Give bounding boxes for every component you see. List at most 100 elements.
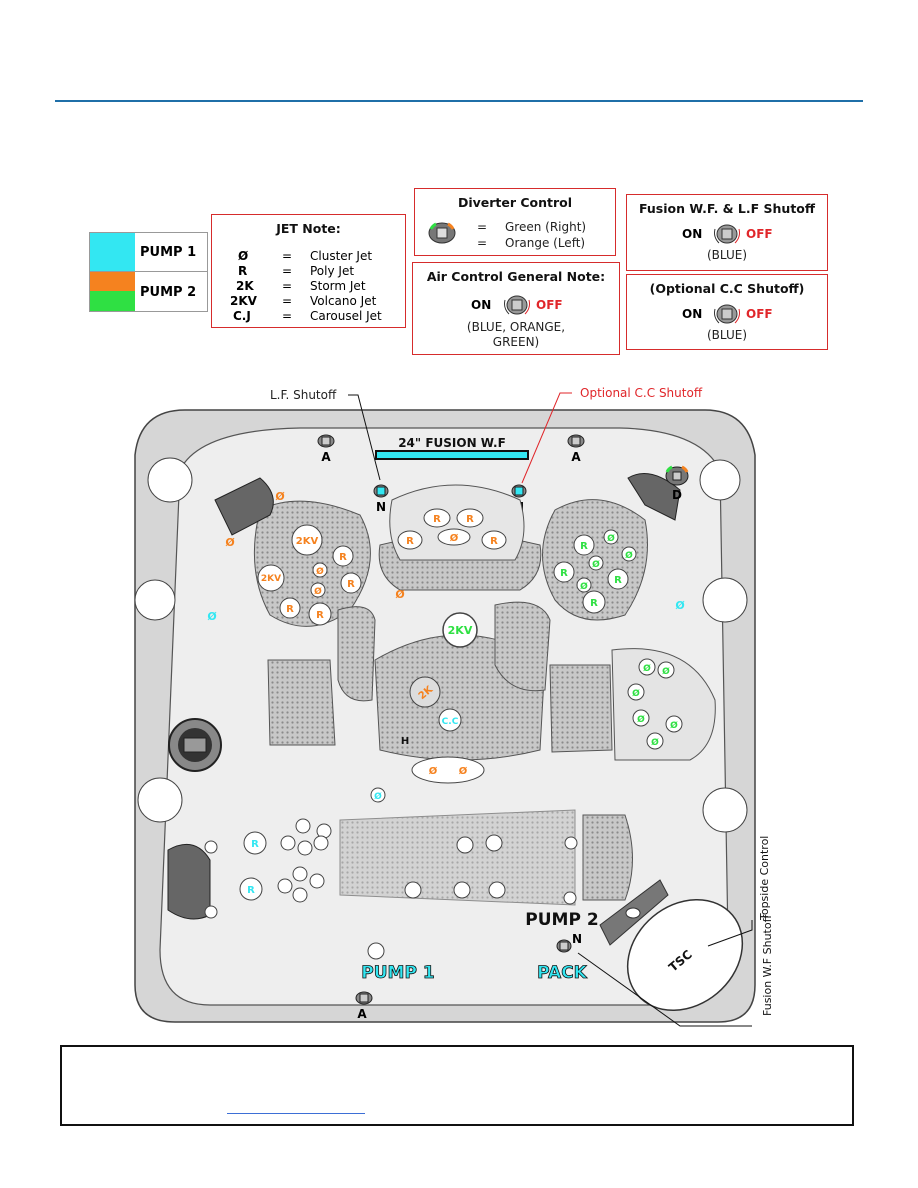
jet-carousel-label: C.C <box>442 717 459 727</box>
diverter-eq: = <box>477 220 488 234</box>
pump2-green-swatch <box>90 291 135 311</box>
jet-cluster <box>204 840 218 854</box>
cc-on-label: ON <box>682 307 703 321</box>
jet-poly <box>340 572 362 594</box>
filter-icon <box>183 737 207 753</box>
air-a-label: A <box>321 450 331 464</box>
jet-cluster <box>295 818 311 834</box>
jet-cluster-label: Ø <box>651 737 659 748</box>
jet-poly-label: R <box>614 575 622 586</box>
jet-eq: = <box>282 279 293 293</box>
jet-volcano <box>442 612 478 648</box>
air-n-label: N <box>572 932 582 946</box>
jet-cluster <box>309 873 325 889</box>
air-n-label: N <box>376 500 386 514</box>
jet-poly-label: R <box>560 568 568 579</box>
jet-poly-label: R <box>490 536 498 547</box>
jet-cluster-label: Ø <box>670 720 678 731</box>
fusion-shutoff-knob-icon <box>714 224 740 244</box>
jet-cluster-label: Ø <box>450 532 459 544</box>
fusion-on-label: ON <box>682 227 703 241</box>
topside-control-label: Topside Control <box>758 836 771 921</box>
cc-shutoff-box: (Optional C.C Shutoff) ON OFF (BLUE) <box>626 274 828 350</box>
jet-cluster-label: Ø <box>580 581 588 592</box>
jet-note-box: JET Note: Ø = Cluster Jet R = Poly Jet 2… <box>211 214 406 328</box>
edge-cup <box>702 787 748 833</box>
jet-poly-label: R <box>251 839 259 850</box>
air-colors-line1: (BLUE, ORANGE, <box>466 320 566 334</box>
jet-poly <box>308 602 332 626</box>
cc-off-label: OFF <box>746 307 773 321</box>
fusion-waterfall <box>375 450 529 460</box>
jet-poly <box>481 530 507 550</box>
fusion-wf-label: 24" FUSION W.F <box>398 436 506 450</box>
jet-poly-label: R <box>339 552 347 563</box>
footwell-jets <box>411 756 485 784</box>
jet-cluster-label: Ø <box>592 559 600 570</box>
jet-eq: = <box>282 264 293 278</box>
h-label: H <box>401 736 409 747</box>
air-a-label: A <box>571 450 581 464</box>
jet-cluster-label: Ø <box>275 490 285 503</box>
jet-cluster <box>310 582 326 598</box>
shutoff-n-left <box>373 484 389 498</box>
jet-cluster <box>632 709 650 727</box>
jet-poly <box>332 545 354 567</box>
lf-shutoff-leader <box>348 394 381 481</box>
jet-cluster <box>576 577 592 593</box>
cc-shutoff-title: (Optional C.C Shutoff) <box>649 281 805 296</box>
diverter-knob-icon <box>428 222 456 244</box>
jet-cluster-label: Ø <box>395 588 405 601</box>
bottom-note-link[interactable] <box>227 1113 365 1114</box>
pump2-label: PUMP 2 <box>140 285 197 300</box>
jet-name: Cluster Jet <box>310 249 373 263</box>
legend-row-pump1: PUMP 1 <box>90 233 207 272</box>
jet-volcano-label: 2KV <box>296 536 319 547</box>
spa-diagram: 24" FUSION W.F A A A N N N D L.F. Shutof… <box>134 386 774 1027</box>
diverter-d-label: D <box>672 488 682 502</box>
jet-cluster <box>292 866 308 882</box>
shutoff-n-right <box>511 484 527 498</box>
jet-poly <box>239 877 263 901</box>
headrest-lounger <box>167 843 211 920</box>
jet-cluster-label: Ø <box>662 666 670 677</box>
jet-poly <box>279 597 301 619</box>
legend-row-pump2: PUMP 2 <box>90 272 207 311</box>
jet-cluster <box>588 555 604 571</box>
jet-cluster-label: Ø <box>429 765 438 777</box>
bottom-note-box <box>60 1045 854 1126</box>
edge-cup <box>702 577 748 623</box>
cc-shutoff-knob-icon <box>714 304 740 324</box>
jet-poly <box>553 561 575 583</box>
jet-cluster <box>280 835 296 851</box>
lf-shutoff-label: L.F. Shutoff <box>270 388 337 402</box>
seat-mesh-right-inner <box>494 601 551 692</box>
jet-cluster-label: Ø <box>632 688 640 699</box>
air-control-a-top-left <box>317 434 335 448</box>
pump1-swatch <box>90 233 135 271</box>
jet-volcano <box>257 564 285 592</box>
jet-volcano-label: 2KV <box>448 624 473 637</box>
jet-eq: = <box>282 294 293 308</box>
shutoff-n-bottom <box>556 939 572 953</box>
jet-poly-label: R <box>406 536 414 547</box>
seat-mesh-left-mid <box>267 659 336 746</box>
jet-cluster <box>313 835 329 851</box>
seat-mesh-right-mid <box>549 664 613 753</box>
jet-poly-label: R <box>433 514 441 525</box>
cc-color: (BLUE) <box>706 328 748 342</box>
jet-poly <box>423 508 451 528</box>
jet-name: Poly Jet <box>310 264 355 278</box>
air-on-label: ON <box>471 298 492 312</box>
fusion-wf-shutoff-leader <box>577 952 752 1027</box>
jet-volcano-label: 2KV <box>261 574 281 584</box>
jet-cluster-label: Ø <box>207 610 217 623</box>
jet-cluster <box>603 529 619 545</box>
jet-cluster <box>453 881 471 899</box>
edge-cup <box>137 777 183 823</box>
diverter-orange: Orange (Left) <box>505 236 586 250</box>
jet-poly-label: R <box>286 604 294 615</box>
lounger-mesh <box>339 809 576 906</box>
diverter-green: Green (Right) <box>505 220 587 234</box>
pack-label: PACK <box>537 963 588 983</box>
